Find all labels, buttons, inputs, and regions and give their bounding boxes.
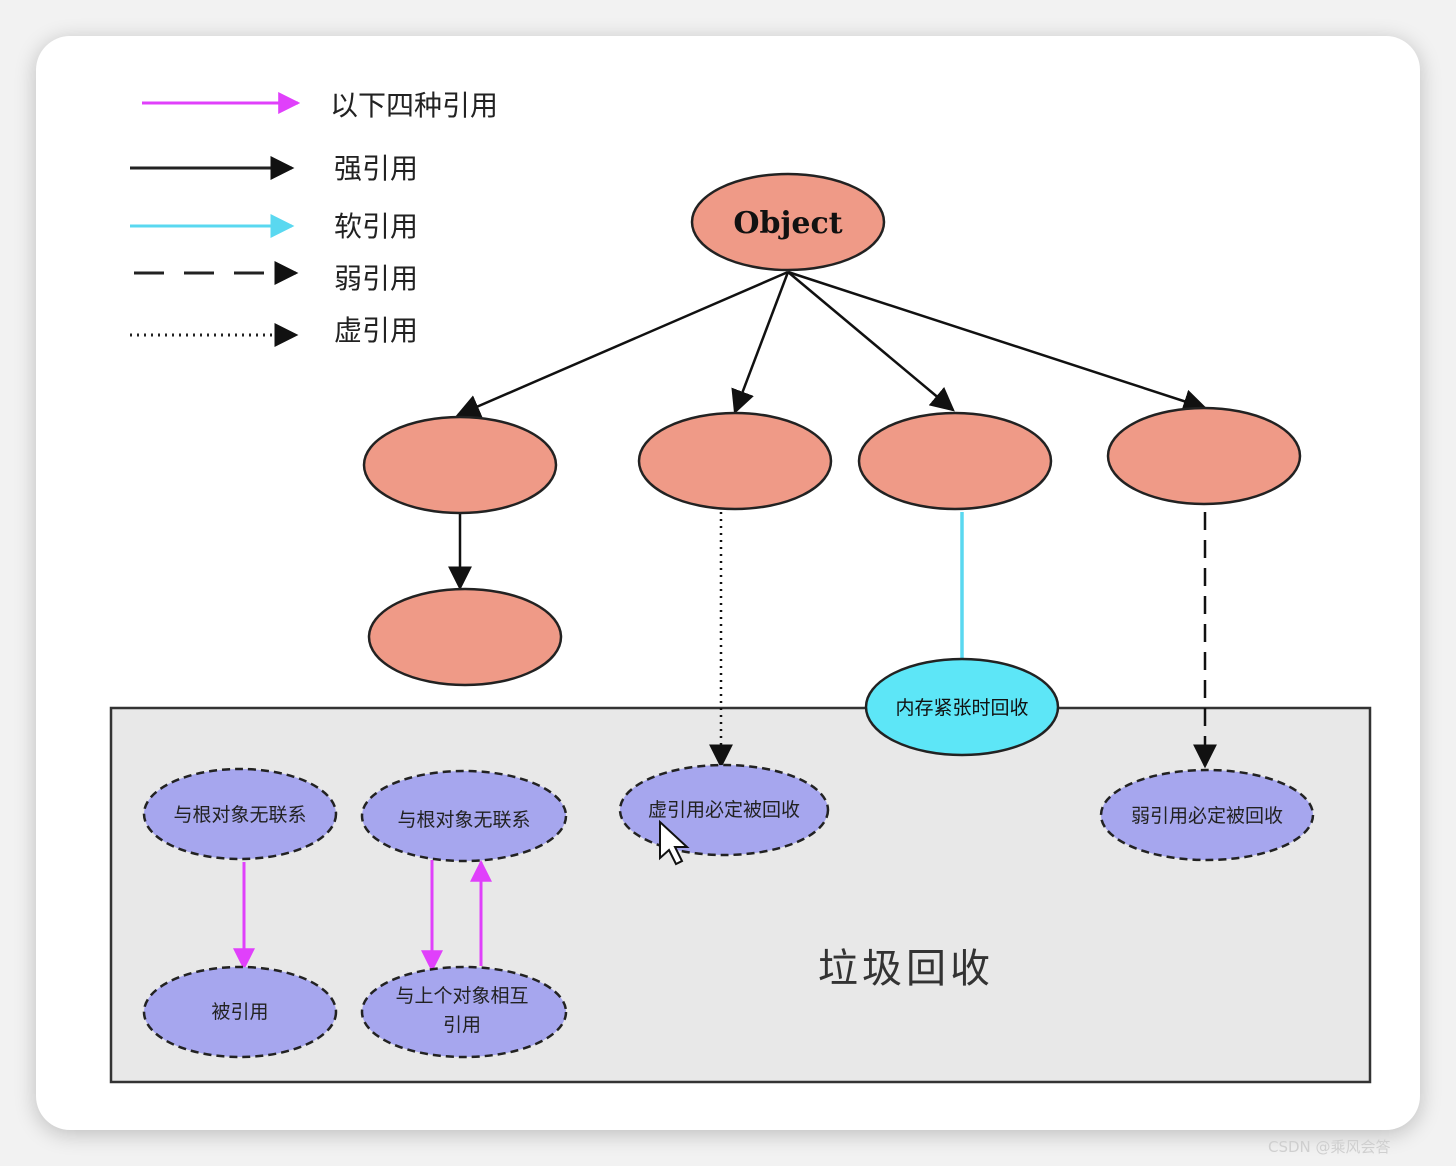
node-soft-reclaim: 内存紧张时回收	[864, 657, 1060, 757]
gc-box-title: 垃圾回收	[818, 946, 994, 992]
node-unlinked-2: 与根对象无联系	[360, 769, 568, 863]
legend-label-phantom: 虚引用	[334, 314, 418, 347]
node-b	[637, 411, 833, 511]
legend-label-soft: 软引用	[334, 210, 418, 243]
node-a	[362, 415, 558, 515]
legend-label-four-refs: 以下四种引用	[330, 89, 498, 122]
watermark: CSDN @乘风会答	[1268, 1138, 1391, 1156]
node-unlinked-1-label: 与根对象无联系	[173, 804, 306, 826]
node-referenced-label: 被引用	[211, 1001, 268, 1023]
legend-label-weak: 弱引用	[334, 262, 418, 295]
node-mutual-label-line2: 引用	[443, 1014, 481, 1036]
node-unlinked-2-label: 与根对象无联系	[397, 809, 530, 831]
node-weak-reclaim-label: 弱引用必定被回收	[1131, 805, 1283, 827]
edge-object-to-node-c	[787, 271, 955, 412]
node-mutual-label-line1: 与上个对象相互	[395, 985, 528, 1007]
mouse-cursor-icon	[659, 819, 690, 866]
edge-object-to-node-a	[455, 270, 789, 418]
node-e	[367, 587, 563, 687]
node-unlinked-1: 与根对象无联系	[142, 767, 338, 861]
node-c	[857, 411, 1053, 511]
legend-label-strong: 强引用	[334, 152, 418, 185]
node-phantom-reclaim: 虚引用必定被回收	[618, 763, 830, 857]
strong-edges	[448, 270, 1208, 591]
node-object: Object	[690, 172, 886, 272]
node-d	[1106, 406, 1302, 506]
edge-object-to-node-d	[787, 270, 1208, 413]
node-phantom-reclaim-label: 虚引用必定被回收	[648, 799, 800, 821]
node-mutual: 与上个对象相互 引用	[360, 965, 568, 1059]
node-object-label: Object	[733, 206, 842, 241]
node-soft-reclaim-label: 内存紧张时回收	[895, 697, 1028, 719]
node-referenced: 被引用	[142, 965, 338, 1059]
legend: 以下四种引用 强引用 软引用 弱引用 虚引用	[130, 89, 498, 347]
node-weak-reclaim: 弱引用必定被回收	[1099, 768, 1315, 862]
edge-object-to-node-b	[731, 271, 790, 415]
